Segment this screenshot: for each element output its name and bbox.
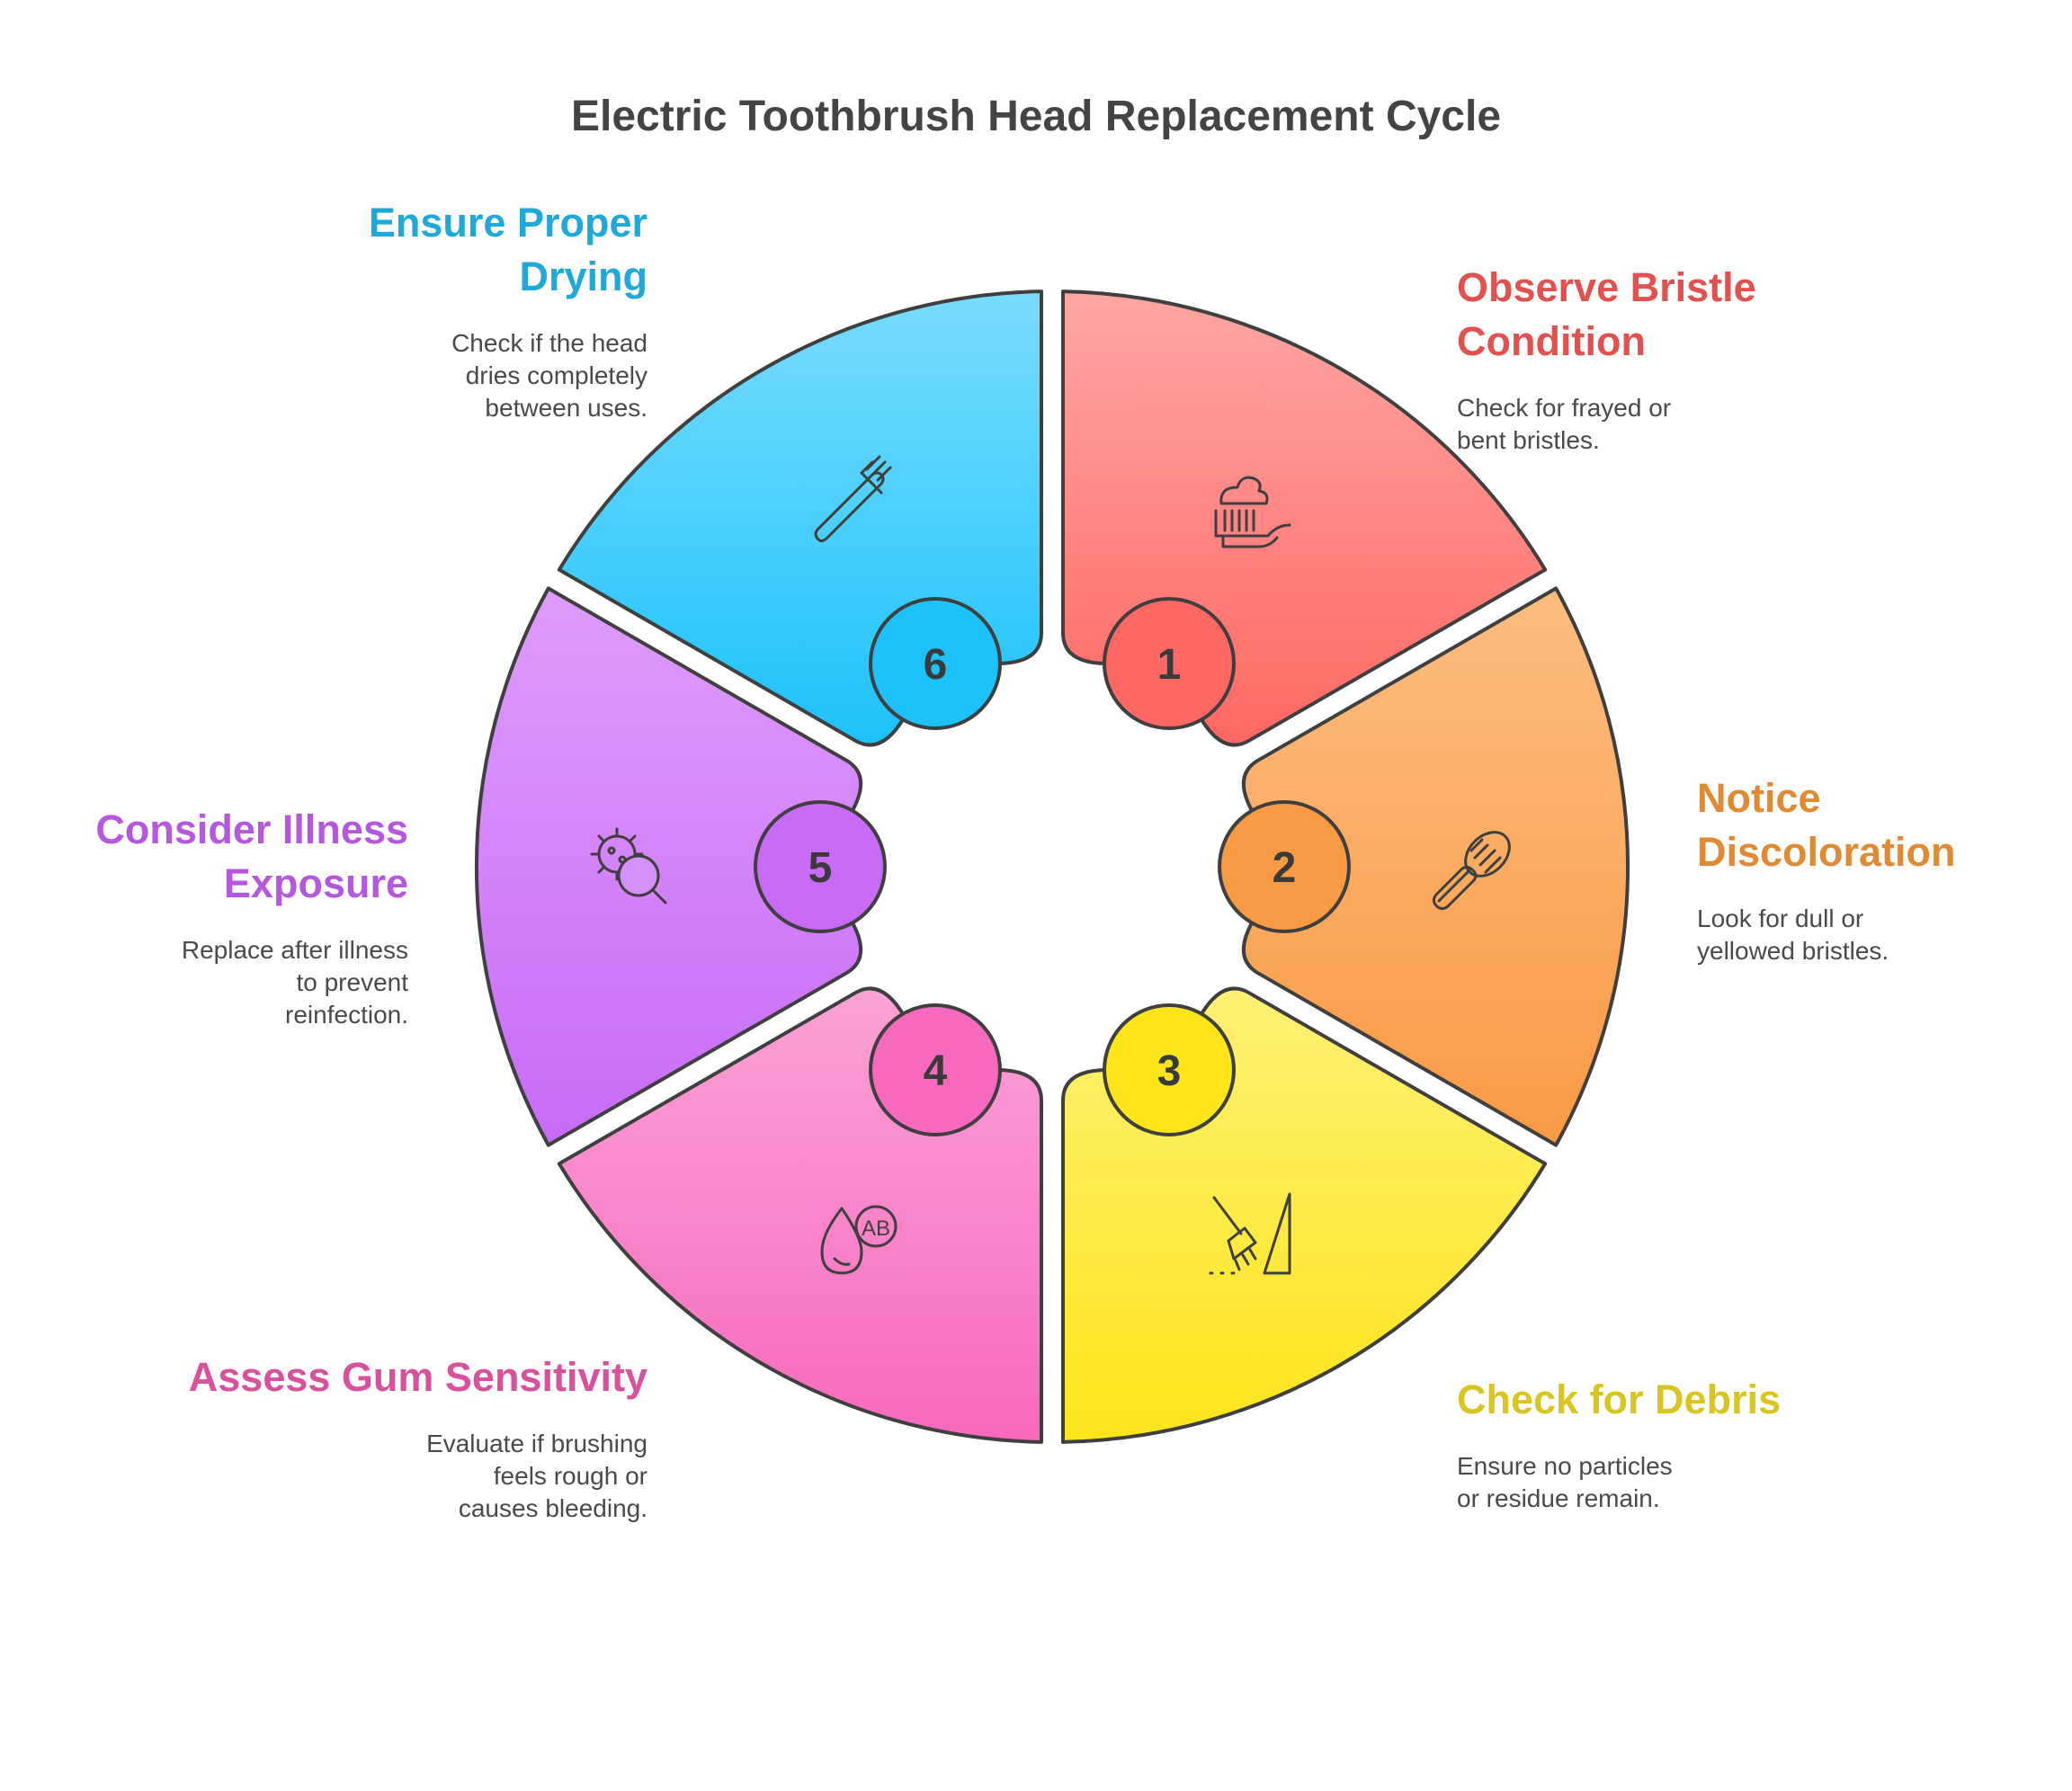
step-2-description: Look for dull or yellowed bristles. bbox=[1697, 903, 2072, 967]
callout-step-2: Notice Discoloration Look for dull or ye… bbox=[1697, 771, 2072, 967]
broom-sweeping-icon bbox=[1209, 1192, 1291, 1275]
step-2-heading-line: Discoloration bbox=[1697, 829, 1956, 875]
step-1-description-line: bent bristles. bbox=[1457, 426, 1600, 454]
step-6-description-line: between uses. bbox=[485, 394, 648, 422]
step-1-heading-line: Condition bbox=[1457, 318, 1646, 364]
step-2-description-line: yellowed bristles. bbox=[1697, 937, 1889, 965]
step-6-badge bbox=[869, 597, 1002, 730]
step-4-number: 4 bbox=[924, 1047, 948, 1095]
step-3-description-line: or residue remain. bbox=[1457, 1484, 1660, 1512]
callout-step-6: Ensure Proper Drying Check if the head d… bbox=[180, 196, 648, 424]
step-1-description-line: Check for frayed or bbox=[1457, 394, 1672, 422]
step-2-badge bbox=[1218, 800, 1351, 933]
diagram-title: Electric Toothbrush Head Replacement Cyc… bbox=[570, 93, 1502, 140]
step-4-description-line: feels rough or bbox=[493, 1462, 648, 1490]
step-6-description: Check if the head dries completely betwe… bbox=[180, 327, 648, 424]
toothbrush-icon bbox=[814, 455, 892, 543]
step-1-heading: Observe Bristle Condition bbox=[1457, 261, 1925, 369]
step-5-badge bbox=[754, 800, 887, 933]
step-5-heading-line: Exposure bbox=[223, 860, 408, 906]
brush-head-icon bbox=[1432, 831, 1511, 911]
step-4-heading-line: Assess Gum Sensitivity bbox=[188, 1354, 648, 1400]
step-4-description-line: Evaluate if brushing bbox=[426, 1430, 648, 1457]
step-3-heading-line: Check for Debris bbox=[1457, 1377, 1782, 1422]
toothbrush-with-paste-icon bbox=[1214, 476, 1291, 548]
step-3-number: 3 bbox=[1157, 1047, 1182, 1095]
step-2-heading: Notice Discoloration bbox=[1697, 771, 2072, 879]
step-6-description-line: dries completely bbox=[465, 361, 648, 389]
germ-magnifier-icon bbox=[590, 827, 667, 904]
step-3-badge bbox=[1103, 1003, 1236, 1136]
step-6-description-line: Check if the head bbox=[451, 329, 648, 357]
callout-step-4: Assess Gum Sensitivity Evaluate if brush… bbox=[180, 1350, 648, 1525]
step-5-description-line: Replace after illness bbox=[181, 936, 408, 964]
step-5-description: Replace after illness to prevent reinfec… bbox=[0, 934, 408, 1031]
svg-text:AB: AB bbox=[862, 1216, 890, 1241]
step-3-description: Ensure no particles or residue remain. bbox=[1457, 1450, 1925, 1515]
step-5-description-line: reinfection. bbox=[285, 1001, 408, 1029]
step-5-number: 5 bbox=[808, 844, 833, 892]
callout-step-1: Observe Bristle Condition Check for fray… bbox=[1457, 261, 1925, 457]
callout-step-5: Consider Illness Exposure Replace after … bbox=[0, 803, 408, 1031]
step-1-description: Check for frayed or bent bristles. bbox=[1457, 392, 1925, 457]
step-6-heading-line: Drying bbox=[519, 254, 648, 299]
step-6-number: 6 bbox=[924, 641, 948, 689]
step-2-heading-line: Notice bbox=[1697, 775, 1821, 821]
step-3-description-line: Ensure no particles bbox=[1457, 1452, 1673, 1480]
step-2-description-line: Look for dull or bbox=[1697, 904, 1864, 932]
step-1-badge bbox=[1103, 597, 1236, 730]
step-2-number: 2 bbox=[1273, 844, 1297, 892]
step-4-heading: Assess Gum Sensitivity bbox=[180, 1350, 648, 1404]
blood-drop-ab-icon: AB bbox=[820, 1205, 898, 1275]
step-5-heading-line: Consider Illness bbox=[95, 806, 408, 852]
callout-step-3: Check for Debris Ensure no particles or … bbox=[1457, 1373, 1925, 1515]
step-1-number: 1 bbox=[1157, 641, 1182, 689]
step-1-heading-line: Observe Bristle bbox=[1457, 264, 1756, 310]
step-4-description-line: causes bleeding. bbox=[458, 1494, 648, 1522]
step-4-description: Evaluate if brushing feels rough or caus… bbox=[180, 1428, 648, 1525]
step-6-heading: Ensure Proper Drying bbox=[180, 196, 648, 304]
step-5-heading: Consider Illness Exposure bbox=[0, 803, 408, 911]
step-5-description-line: to prevent bbox=[296, 968, 408, 996]
step-4-badge bbox=[869, 1003, 1002, 1136]
step-6-heading-line: Ensure Proper bbox=[368, 200, 648, 245]
step-3-heading: Check for Debris bbox=[1457, 1373, 1925, 1427]
